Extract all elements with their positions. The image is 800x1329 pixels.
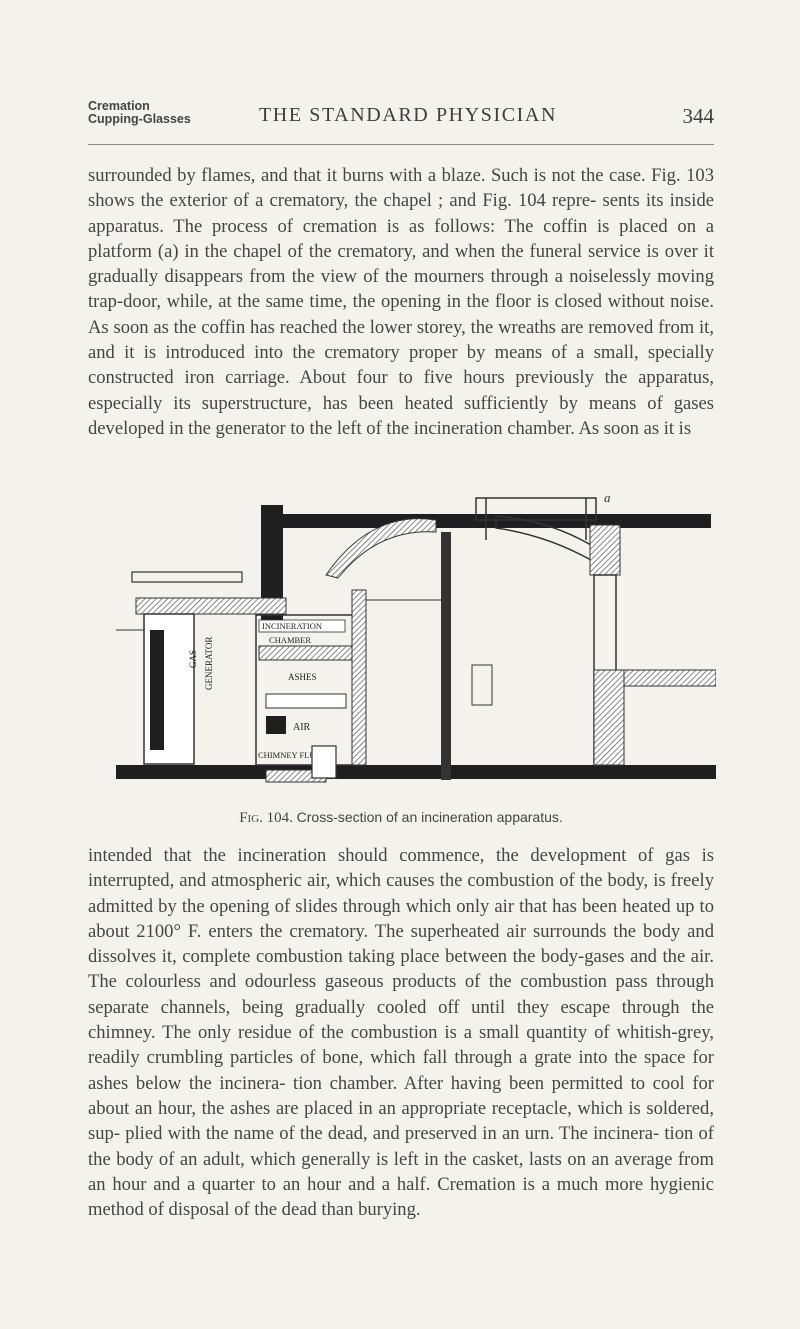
ground-line: [116, 765, 716, 779]
right-floor-slab: [619, 669, 717, 687]
figure-caption: Fig. 104. Cross-section of an incinerati…: [88, 809, 714, 827]
figure-cross-section: a GAS GENERATOR INCINERATION CHAMBER ASH…: [116, 480, 717, 790]
caption-label: Fig. 104.: [239, 810, 293, 826]
air-slide: [266, 716, 286, 734]
ash-pit: [265, 693, 347, 709]
label-chimney-flue: CHIMNEY FLUE: [258, 750, 321, 760]
right-wall: [593, 669, 625, 766]
flue-outlet: [311, 745, 337, 779]
section-label-line1: Cremation: [88, 99, 150, 113]
label-generator: GENERATOR: [204, 637, 214, 690]
generator-top-slab: [135, 597, 287, 615]
right-capital: [589, 524, 621, 576]
chamber-grate: [258, 645, 355, 661]
caption-text: Cross-section of an incineration apparat…: [296, 809, 563, 825]
label-chamber: CHAMBER: [269, 635, 311, 645]
page-number: 344: [682, 104, 715, 128]
section-label-line2: Cupping-Glasses: [88, 112, 191, 126]
section-label: Cremation Cupping-Glasses: [88, 100, 191, 126]
generator-fuel-column: [150, 630, 164, 750]
generator-roof: [131, 571, 243, 583]
body-paragraph-2: intended that the incineration should co…: [88, 845, 714, 1221]
running-head: Cremation Cupping-Glasses THE STANDARD P…: [88, 100, 714, 148]
incineration-label-box: [258, 619, 346, 633]
label-air: AIR: [293, 722, 311, 733]
header-rule: [88, 144, 714, 145]
chimney-stack: [261, 505, 283, 625]
running-title: THE STANDARD PHYSICIAN: [258, 104, 558, 126]
cross-section-drawing: a GAS GENERATOR INCINERATION CHAMBER ASH…: [116, 490, 717, 783]
label-incineration: INCINERATION: [262, 621, 322, 631]
label-ashes: ASHES: [288, 672, 317, 682]
flue-wall: [351, 589, 367, 766]
left-arch: [325, 518, 437, 579]
label-gas: GAS: [188, 650, 198, 668]
lower-door: [471, 664, 493, 706]
platform-marker-a: a: [604, 490, 611, 505]
body-paragraph-1: surrounded by flames, and that it burns …: [88, 165, 714, 439]
chapel-platform: [475, 497, 597, 521]
